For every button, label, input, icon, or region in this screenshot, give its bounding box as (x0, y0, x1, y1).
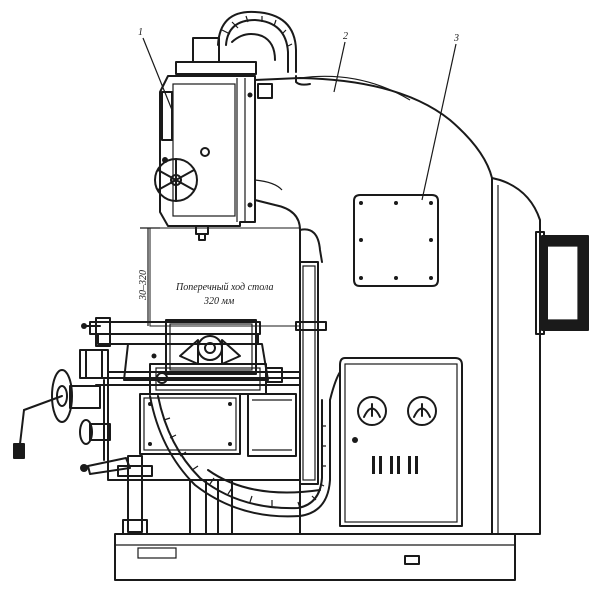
column-body (254, 75, 541, 535)
callout-label-1: 1 (138, 27, 143, 38)
machine-base (114, 533, 516, 581)
inspection-cover (353, 194, 439, 287)
coolant-hose (217, 10, 297, 99)
travel-note-line1: Поперечный ход стола (175, 282, 273, 293)
travel-note-line2: 320 мм (203, 296, 235, 307)
motor-flange (535, 231, 589, 335)
spindle-head (154, 37, 257, 241)
vertical-dimension: 30–320 (138, 270, 149, 301)
neck-edge (295, 75, 311, 86)
knee-and-table (89, 261, 327, 535)
callout-label-3: 3 (453, 33, 459, 44)
callout-3: 3 (421, 33, 459, 201)
travel-dimension: Поперечный ход стола 320 мм 30–320 (138, 227, 301, 327)
electrical-cabinet (339, 357, 463, 527)
callout-label-2: 2 (343, 31, 348, 42)
table-handwheels (13, 317, 131, 475)
callout-1: 1 (138, 27, 173, 111)
vent-slots (372, 456, 418, 474)
conduits (149, 371, 341, 518)
column-front-curve (299, 228, 323, 263)
callout-2: 2 (333, 31, 348, 93)
